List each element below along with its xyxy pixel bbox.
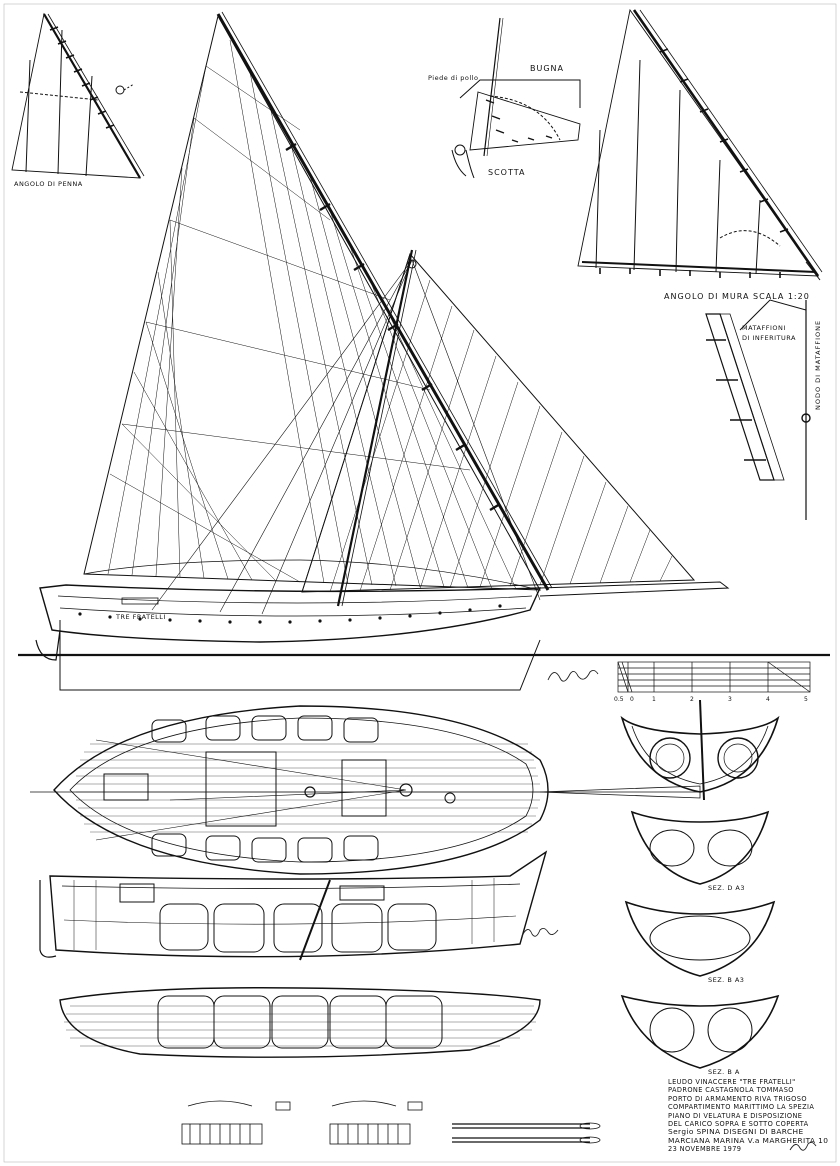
scale-bar [617,661,811,693]
label-section-b: SEZ. B A3 [708,976,745,984]
title-line: LEUDO VINACCERE "TRE FRATELLI" [668,1078,796,1086]
label-bugna: BUGNA [530,64,564,73]
title-line: 23 NOVEMBRE 1979 [668,1145,742,1154]
title-line: PIANO DI VELATURA E DISPOSIZIONE [668,1111,803,1120]
label-mataffioni: MATAFFIONI [742,324,786,332]
title-line: COMPARTIMENTO MARITTIMO LA SPEZIA [668,1103,815,1112]
label-hull-name: TRE FRATELLI [116,613,166,621]
page-border [3,3,837,1163]
title-line: MARCIANA MARINA V.a MARGHERITA 10 [668,1135,829,1145]
signature-mark [547,669,599,682]
longitudinal-section [39,850,548,961]
scale-tick: 1 [652,696,656,703]
detail-angolo-penna [11,12,145,179]
signature-mark [789,1141,817,1151]
title-block: LEUDO VINACCERE "TRE FRATELLI" PADRONE C… [668,1078,838,1154]
hold-plan [59,987,541,1058]
title-line: DEL CARICO SOPRA E SOTTO COPERTA [668,1120,809,1129]
scale-tick: 2 [690,696,694,703]
signature-mark [521,927,559,937]
label-angolo-mura: ANGOLO DI MURA SCALA 1:20 [664,292,810,301]
label-di-inferitura: DI INFERITURA [742,334,796,342]
label-section-a: SEZ. B A [708,1068,740,1076]
deck-plan [30,705,701,875]
label-angolo-penna: ANGOLO DI PENNA [14,180,83,188]
title-line: PORTO DI ARMAMENTO RIVA TRIGOSO [668,1094,807,1103]
scale-tick: 0.5 [614,696,624,703]
label-section-d: SEZ. D A3 [708,884,745,892]
scale-tick: 4 [766,696,770,703]
scale-tick: 3 [728,696,732,703]
title-line: PADRONE CASTAGNOLA TOMMASO [668,1086,794,1095]
detail-mataffioni [705,299,811,520]
scale-tick: 5 [804,696,808,703]
label-scotta: SCOTTA [488,168,526,177]
sail-plan [83,11,696,615]
label-piede-pollo: Piede di pollo [428,74,479,82]
title-line: Sergio SPINA DISEGNI DI BARCHE [668,1127,804,1137]
detail-bugna [451,17,581,179]
scale-tick: 0 [630,696,634,703]
detail-angolo-mura [577,8,823,281]
cross-sections [620,699,780,1069]
bottom-details [181,1100,601,1145]
